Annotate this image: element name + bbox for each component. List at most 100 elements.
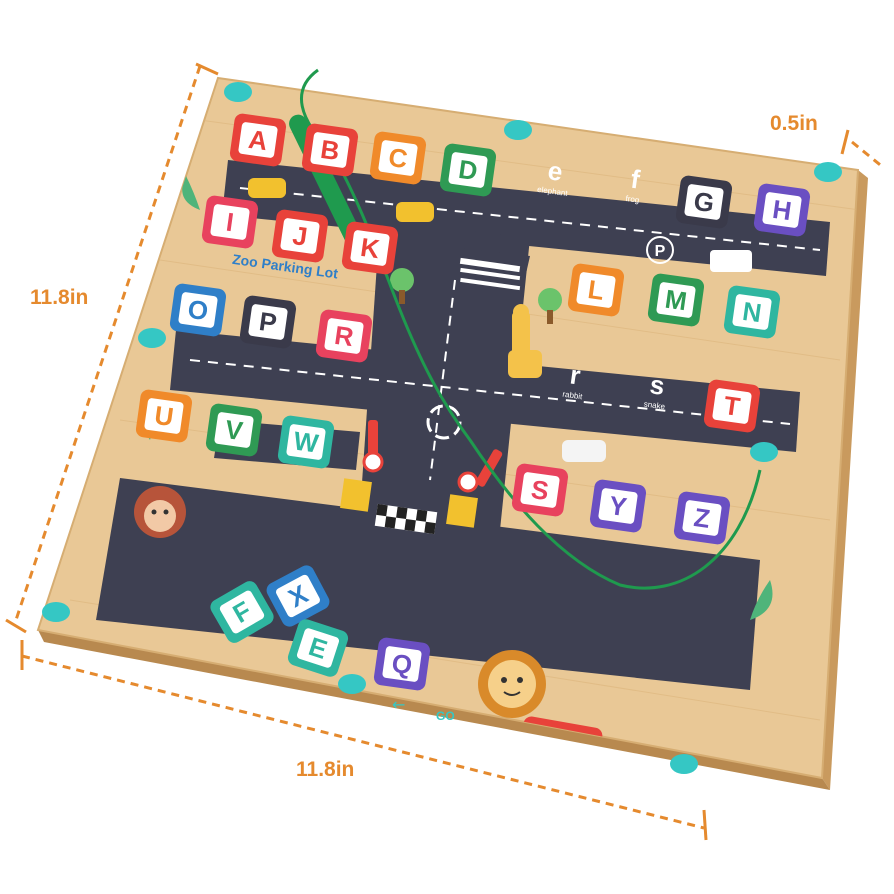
letter-text: I xyxy=(224,207,235,238)
car-h[interactable]: H xyxy=(753,183,811,238)
printed-letter-text: s xyxy=(648,369,667,401)
leaf-icon xyxy=(182,176,200,210)
car-l[interactable]: L xyxy=(567,263,625,318)
height-dimension-label: 11.8in xyxy=(30,286,89,309)
animal-caption: rabbit xyxy=(562,390,584,402)
letter-plate xyxy=(310,132,350,168)
car-n[interactable]: N xyxy=(723,285,781,340)
taxi-icon xyxy=(248,178,286,198)
dimension-ticks xyxy=(5,62,850,841)
letter-plate xyxy=(762,192,802,228)
letter-plate xyxy=(382,646,422,682)
letter-text: L xyxy=(586,274,606,306)
letter-plate xyxy=(520,472,560,508)
letter-plate xyxy=(248,304,288,340)
tile-x[interactable]: X xyxy=(264,563,332,630)
letter-plate xyxy=(178,292,218,328)
taxi-icon xyxy=(396,202,434,222)
gate-arm-left xyxy=(362,420,384,473)
tree-icon xyxy=(390,268,414,304)
car-y[interactable]: Y xyxy=(589,479,647,534)
car-d[interactable]: D xyxy=(439,143,497,198)
parking-sign-icon: P xyxy=(646,236,674,264)
dimension-lines xyxy=(12,65,885,830)
letter-text: A xyxy=(247,124,270,156)
letter-plate xyxy=(144,398,184,434)
finish-line xyxy=(374,503,438,535)
letter-text: O xyxy=(186,294,210,327)
letter-text: S xyxy=(529,474,550,506)
go-marker: ← GO xyxy=(392,695,455,723)
depth-dimension-label: 0.5in xyxy=(770,112,818,135)
printed-letter-text: r xyxy=(568,360,582,391)
board-side-right xyxy=(822,170,868,790)
letter-plate xyxy=(378,140,418,176)
letter-plate xyxy=(210,204,250,240)
car-p[interactable]: P xyxy=(239,295,297,350)
letter-text: N xyxy=(741,296,764,328)
letter-plate xyxy=(598,488,638,524)
animal-caption: frog xyxy=(625,194,640,205)
car-j[interactable]: J xyxy=(271,209,329,264)
car-a[interactable]: A xyxy=(229,113,287,168)
car-m[interactable]: M xyxy=(647,273,705,328)
svg-text:P: P xyxy=(655,243,666,260)
barrier-left xyxy=(340,478,372,512)
leaf-icon xyxy=(750,580,773,620)
tree-icon xyxy=(538,288,562,324)
ambulance-icon xyxy=(710,250,752,272)
arrow-left-icon: ← xyxy=(392,695,405,714)
letter-text: T xyxy=(722,390,742,422)
letter-plate xyxy=(276,574,320,618)
car-r[interactable]: R xyxy=(315,309,373,364)
letter-text: W xyxy=(292,425,321,458)
letter-plate xyxy=(286,424,326,460)
animal-caption: elephant xyxy=(537,185,569,198)
letter-text: G xyxy=(692,186,716,219)
printed-letter-text: e xyxy=(546,155,565,187)
letter-text: P xyxy=(257,306,278,338)
animal-caption: snake xyxy=(643,399,666,411)
letter-text: K xyxy=(359,232,382,264)
letter-text: Q xyxy=(390,648,414,681)
car-w[interactable]: W xyxy=(277,415,335,470)
letter-plate xyxy=(712,388,752,424)
crosswalk xyxy=(459,257,521,291)
car-o[interactable]: O xyxy=(169,283,227,338)
letter-plate xyxy=(219,590,265,634)
letter-plate xyxy=(682,500,722,536)
letter-text: Y xyxy=(607,490,628,522)
letter-plate xyxy=(214,412,254,448)
tile-f[interactable]: F xyxy=(207,578,276,646)
letter-plate xyxy=(350,230,390,266)
tile-e[interactable]: E xyxy=(286,617,350,679)
monkey-icon xyxy=(134,486,186,538)
car-t[interactable]: T xyxy=(703,379,761,434)
letter-plate xyxy=(448,152,488,188)
car-g[interactable]: G xyxy=(675,175,733,230)
letter-text: R xyxy=(333,320,356,352)
letter-plate xyxy=(324,318,364,354)
car-c[interactable]: C xyxy=(369,131,427,186)
car-z[interactable]: Z xyxy=(673,491,731,546)
car-u[interactable]: U xyxy=(135,389,193,444)
car-k[interactable]: K xyxy=(341,221,399,276)
corner-pegs xyxy=(42,82,842,774)
car-v[interactable]: V xyxy=(205,403,263,458)
car-i[interactable]: I xyxy=(201,195,259,250)
width-dimension-label: 11.8in xyxy=(296,758,355,781)
tile-q[interactable]: Q xyxy=(373,637,431,692)
car-b[interactable]: B xyxy=(301,123,359,178)
lion-icon xyxy=(478,650,546,718)
letter-plate xyxy=(238,122,278,158)
letter-text: H xyxy=(771,194,794,226)
letter-text: B xyxy=(319,134,342,166)
police-car-icon xyxy=(562,440,606,462)
letter-plate xyxy=(656,282,696,318)
car-s[interactable]: S xyxy=(511,463,569,518)
